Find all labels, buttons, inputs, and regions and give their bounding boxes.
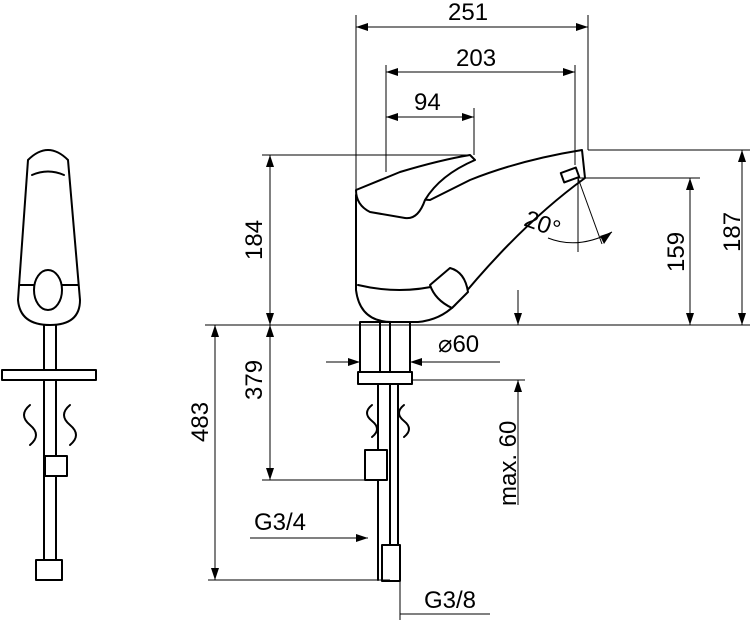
dimension-lines — [205, 15, 750, 620]
dim-height-total: 187 — [719, 212, 746, 252]
dim-lever-width: 94 — [414, 89, 441, 116]
front-view-body — [17, 149, 81, 326]
dim-total-width: 251 — [448, 0, 488, 26]
front-view-lever-knob — [33, 269, 63, 311]
dim-hose-short: 379 — [241, 360, 268, 400]
dim-thread-small: G3/8 — [424, 587, 476, 614]
faucet-lever — [355, 154, 476, 220]
body-knob — [429, 267, 469, 309]
dim-height-lever: 184 — [241, 220, 268, 260]
dimension-labels: 251 203 94 184 159 187 20° ⌀60 379 483 m… — [187, 0, 746, 614]
dim-height-spout: 159 — [663, 232, 690, 272]
dim-base-diameter: ⌀60 — [438, 331, 479, 358]
dim-hose-long: 483 — [187, 402, 214, 442]
front-view-deck-plate — [1, 369, 97, 381]
dim-thread-large: G3/4 — [254, 509, 306, 536]
front-view — [1, 149, 97, 581]
dim-max-thickness: max. 60 — [495, 421, 522, 506]
dim-spout-reach: 203 — [456, 45, 496, 72]
spout-aerator — [559, 166, 581, 184]
main-view — [355, 149, 586, 582]
dim-angle: 20° — [521, 206, 564, 244]
faucet-base — [359, 321, 411, 373]
